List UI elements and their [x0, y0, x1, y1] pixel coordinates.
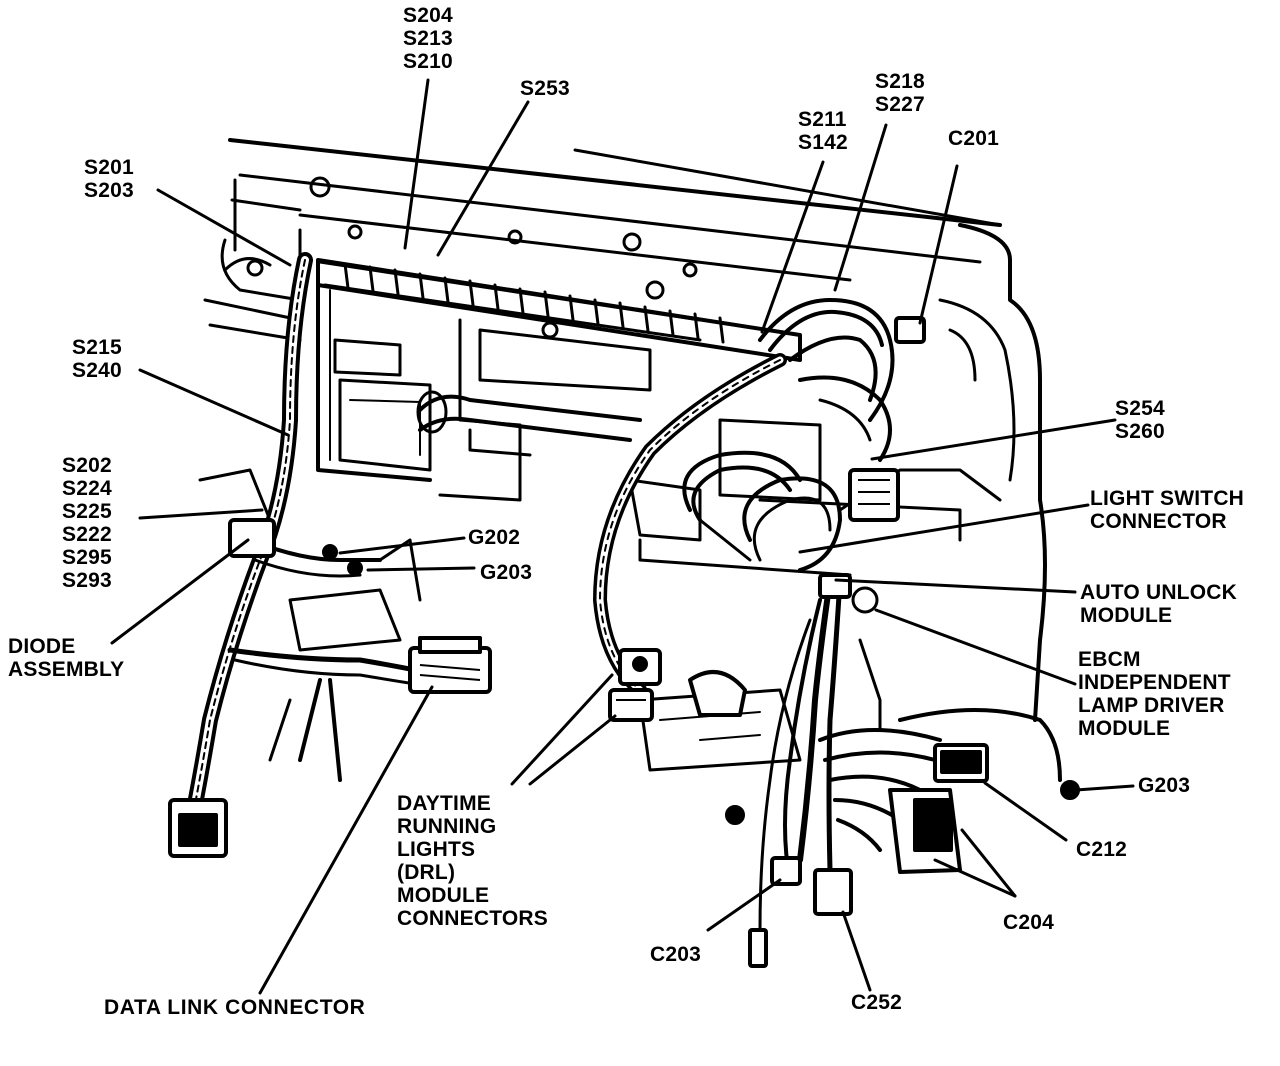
c212-connector: [933, 743, 989, 783]
label-g203-right: G203: [1138, 774, 1191, 797]
dash-structure: [198, 138, 1047, 772]
c204-connector: [888, 788, 962, 874]
label-c212: C212: [1076, 838, 1128, 861]
label-c204: C204: [1003, 911, 1055, 934]
label-c252: C252: [851, 991, 903, 1014]
label-s253: S253: [520, 77, 570, 100]
label-g203-left: G203: [480, 561, 533, 584]
data-link-connector-body: [408, 636, 492, 694]
c252-connector: [813, 868, 853, 916]
label-c203: C203: [650, 943, 702, 966]
light-switch-connector-body: [848, 468, 900, 522]
connectors: [168, 316, 1080, 968]
leader-lines: [110, 78, 1135, 995]
diode-assembly-body: [228, 518, 276, 558]
label-g202: G202: [468, 526, 521, 549]
drl-connector-lower: [608, 688, 654, 722]
drl-connector-upper: [618, 648, 662, 686]
lower-left-connector: [168, 798, 228, 858]
c201-connector: [894, 316, 926, 344]
label-c201: C201: [948, 127, 1000, 150]
label-data-link-connector: DATA LINK CONNECTOR: [104, 996, 366, 1019]
auto-unlock-connector: [818, 573, 852, 599]
c203-connector: [748, 856, 802, 968]
bracket-connector: [688, 670, 747, 717]
